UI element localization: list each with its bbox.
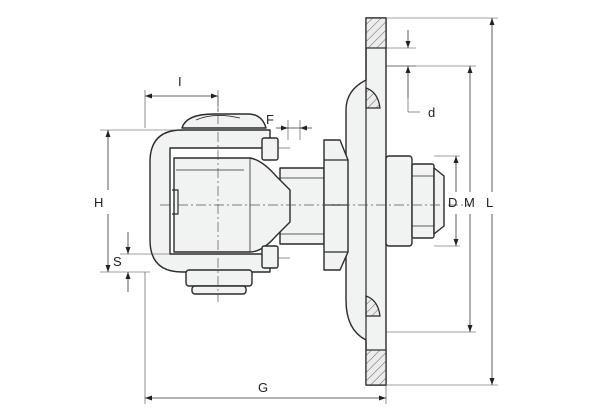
dimension-h xyxy=(100,129,180,273)
plate-lower-boss xyxy=(365,295,381,317)
pin-bottom-nut xyxy=(185,269,253,295)
pin-marker xyxy=(172,189,179,215)
plate-upper-boss xyxy=(365,87,381,109)
dimension-l-total xyxy=(386,17,498,386)
label-d-small: d xyxy=(428,105,435,120)
label-h: H xyxy=(94,195,103,210)
label-g: G xyxy=(258,380,268,395)
label-f: F xyxy=(266,112,274,127)
plate-top-section xyxy=(365,17,387,49)
dimension-d-small xyxy=(386,30,420,113)
label-m: M xyxy=(464,195,475,210)
label-d-big: D xyxy=(448,195,457,210)
dimension-d-big xyxy=(434,155,460,247)
rear-nut xyxy=(385,155,445,247)
dimension-s xyxy=(120,232,170,292)
hinge-pin-top xyxy=(181,113,267,129)
mounting-plate xyxy=(345,17,387,386)
label-l: I xyxy=(178,74,182,89)
plate-bottom-section xyxy=(365,349,387,386)
label-l-total: L xyxy=(486,195,493,210)
dimension-f xyxy=(276,120,312,140)
dimension-g xyxy=(144,272,387,404)
bracket-washers xyxy=(261,137,290,269)
dimension-l xyxy=(144,90,219,128)
dimension-m xyxy=(386,65,476,333)
label-s: S xyxy=(113,254,122,269)
